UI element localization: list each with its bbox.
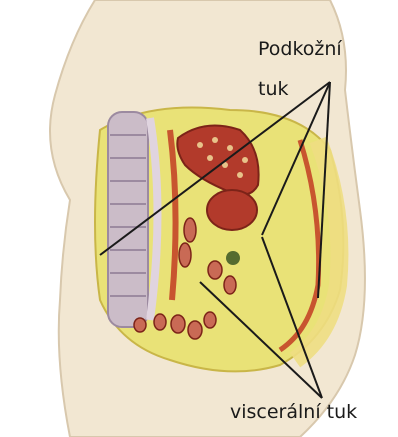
subcutaneous-fat-label-line2: tuk [258, 80, 289, 99]
subcutaneous-fat-label-line1: Podkožní [258, 40, 342, 59]
green-organ [226, 251, 240, 265]
visceral-fat-label: viscerální tuk [230, 403, 357, 422]
kidney [207, 190, 257, 230]
